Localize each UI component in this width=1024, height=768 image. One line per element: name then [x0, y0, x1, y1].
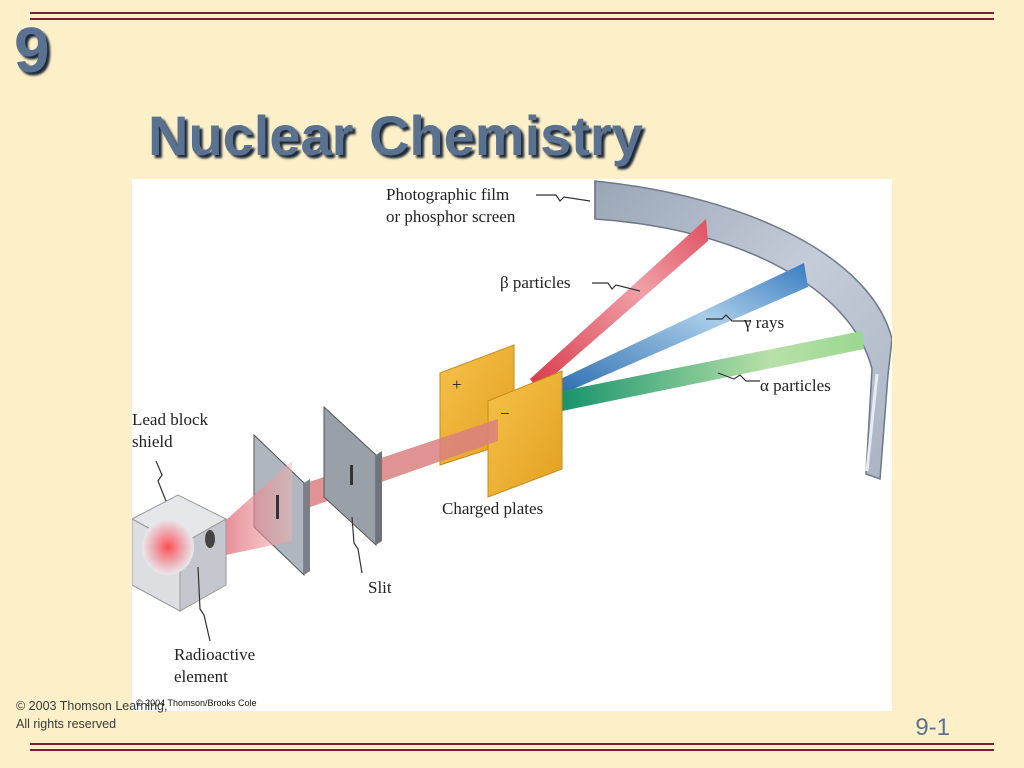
alpha-beam	[552, 331, 864, 411]
plate-minus-sign: −	[500, 404, 510, 423]
copyright-line2: All rights reserved	[16, 717, 117, 731]
radiation-deflection-figure: + −	[132, 179, 892, 711]
slide-title: Nuclear Chemistry	[148, 104, 643, 167]
film-label-line2: or phosphor screen	[386, 207, 516, 226]
gamma-beam	[552, 263, 808, 394]
radioactive-label-line1: Radioactive	[174, 645, 255, 664]
alpha-particles-label: α particles	[760, 376, 831, 395]
beta-beam	[530, 219, 708, 389]
gamma-rays-label: γ rays	[743, 313, 784, 332]
page-number: 9-1	[915, 714, 950, 741]
lead-block-label-line2: shield	[132, 432, 173, 451]
beta-particles-label: β particles	[500, 273, 570, 292]
collimator-plate	[216, 433, 310, 577]
plate-plus-sign: +	[452, 375, 462, 394]
radioactive-label-line2: element	[174, 667, 228, 686]
label-leader-lines	[155, 194, 760, 642]
phosphor-screen	[594, 180, 892, 481]
charged-plates-label: Charged plates	[442, 499, 543, 518]
lead-block-label-line1: Lead block	[132, 410, 208, 429]
chapter-number: 9	[14, 14, 50, 86]
film-label-line1: Photographic film	[386, 185, 509, 204]
copyright-line1: © 2003 Thomson Learning,	[16, 699, 168, 713]
bottom-rule-2	[30, 749, 994, 751]
bottom-rule-1	[30, 743, 994, 745]
copyright-notice: © 2003 Thomson Learning, All rights rese…	[16, 697, 167, 733]
lead-block-shield	[132, 494, 228, 612]
radioactive-element-glow	[142, 519, 194, 575]
figure-illustration: + −	[132, 180, 892, 708]
slit-plate	[323, 405, 382, 547]
figure-credit: © 2004 Thomson/Brooks Cole	[136, 698, 257, 708]
top-rule-2	[30, 18, 994, 20]
slit-label: Slit	[368, 578, 392, 597]
top-rule-1	[30, 12, 994, 14]
